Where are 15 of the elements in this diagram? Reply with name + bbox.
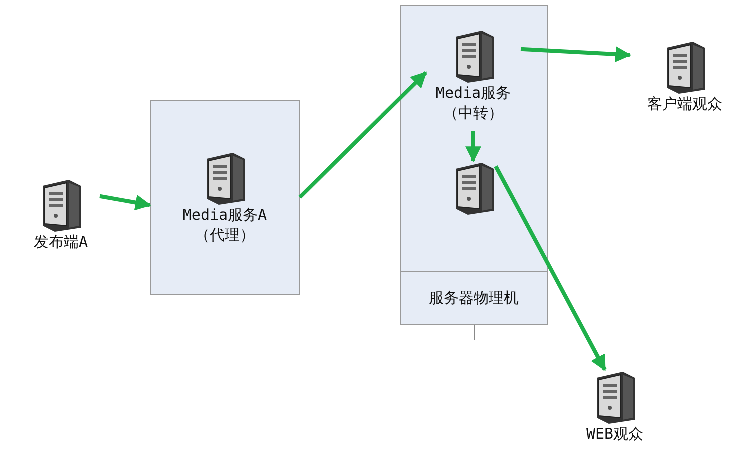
server-label: Media服务A (182, 205, 268, 225)
server-label: （代理） (195, 225, 255, 245)
group-panel (150, 100, 300, 295)
arrow (100, 194, 152, 211)
host-panel (400, 5, 548, 325)
panel-label: 服务器物理机 (429, 288, 519, 308)
server-label: Media服务 (436, 83, 512, 103)
server-label: 客户端观众 (648, 94, 722, 114)
arrow (466, 131, 482, 163)
arrow (298, 71, 428, 199)
server-label: WEB观众 (586, 424, 644, 444)
server-label: 发布端A (34, 232, 88, 252)
server-label: （中转） (444, 103, 504, 123)
arrow (494, 166, 607, 372)
arrow (520, 46, 632, 62)
